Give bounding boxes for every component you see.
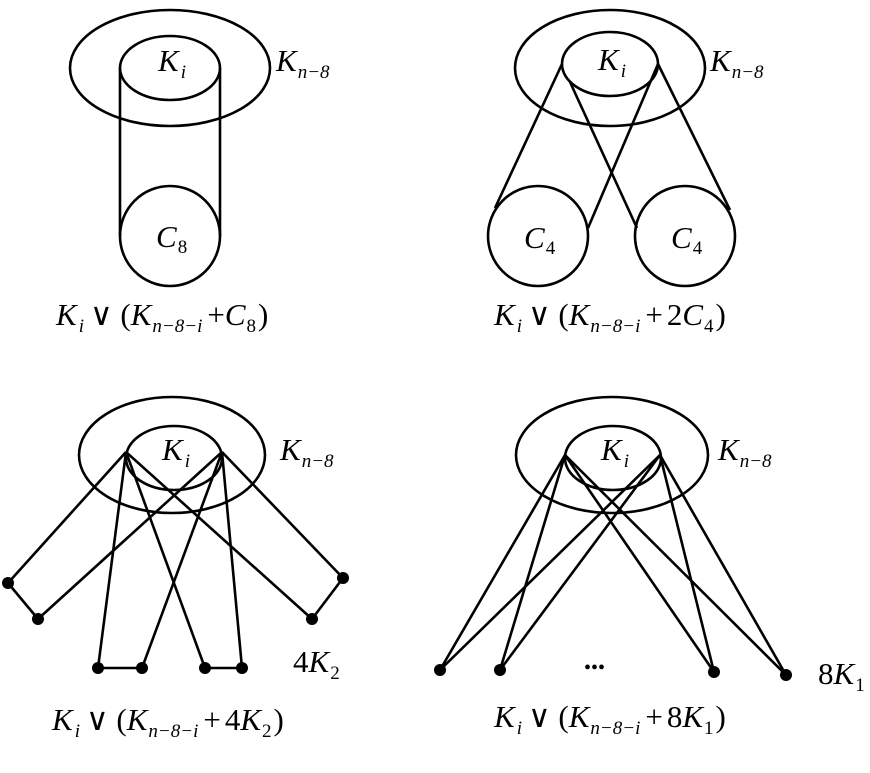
group-label: 8K1	[818, 656, 865, 696]
vertex-dot	[236, 662, 248, 674]
join-edge	[568, 81, 639, 229]
join-edge	[493, 63, 564, 209]
join-edge	[563, 454, 716, 673]
join-edge	[125, 451, 313, 620]
join-edge	[37, 451, 223, 620]
join-edge	[140, 451, 224, 669]
join-edge	[658, 454, 788, 676]
outer-clique-ellipse	[77, 395, 267, 515]
outer-label: Kn−8	[275, 43, 330, 83]
cycle-circle-right	[633, 184, 737, 288]
vertex-dot	[434, 664, 446, 676]
vertex-dot	[337, 572, 349, 584]
cycle-label: C8	[156, 219, 187, 258]
vertex-dot	[494, 664, 506, 676]
outer-clique-ellipse	[68, 8, 272, 128]
cycle-label: C4	[671, 220, 703, 259]
join-edge	[439, 454, 661, 671]
ellipsis: •••	[584, 657, 605, 679]
cycle-circle-left	[486, 184, 590, 288]
join-edge	[656, 63, 732, 211]
cycle-label: C4	[524, 220, 556, 259]
outer-label: Kn−8	[709, 43, 764, 83]
vertex-dot	[199, 662, 211, 674]
join-edge	[438, 454, 567, 671]
join-edge	[221, 451, 344, 579]
vertex-dot	[136, 662, 148, 674]
join-edge	[586, 63, 660, 229]
join-edge	[124, 451, 207, 669]
outer-label: Kn−8	[717, 432, 772, 472]
vertex-dot	[708, 666, 720, 678]
group-label: 4K2	[293, 644, 340, 684]
outer-label: Kn−8	[279, 432, 334, 472]
join-edge	[498, 454, 662, 671]
outer-clique-ellipse	[513, 8, 707, 128]
join-edge	[498, 454, 567, 671]
join-edge	[96, 451, 128, 669]
k2-edge	[310, 577, 345, 620]
join-edge	[7, 451, 127, 584]
vertex-dot	[32, 613, 44, 625]
vertex-dot	[2, 577, 14, 589]
cycle-circle	[118, 184, 222, 288]
vertex-dot	[92, 662, 104, 674]
join-edge	[658, 454, 716, 673]
k2-edge	[7, 582, 39, 620]
vertex-dot	[780, 669, 792, 681]
join-edge	[564, 454, 787, 676]
join-edge	[220, 451, 244, 669]
vertex-dot	[306, 613, 318, 625]
outer-clique-ellipse	[514, 395, 710, 515]
